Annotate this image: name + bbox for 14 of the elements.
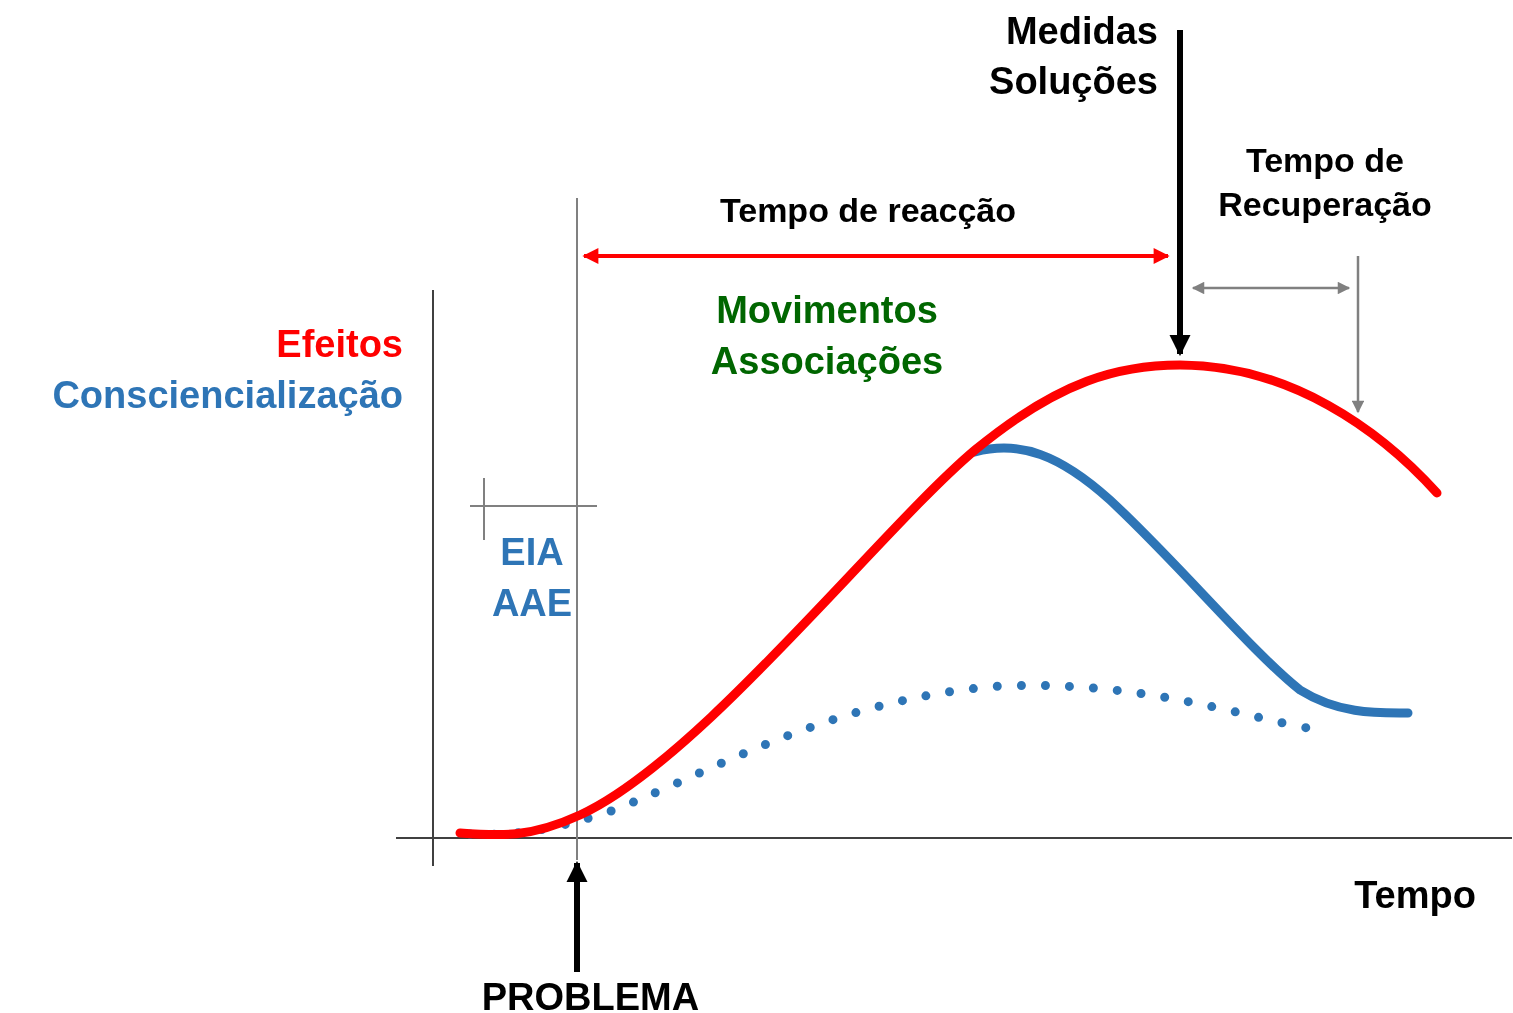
arrow xyxy=(1169,30,1191,357)
text-label: Movimentos xyxy=(716,288,938,334)
text-label: Consciencialização xyxy=(52,373,403,419)
text-label: Tempo de Recuperação xyxy=(1217,139,1433,225)
node-label: PROBLEMA xyxy=(481,975,700,1013)
text-label: AAE xyxy=(491,581,573,627)
arrow xyxy=(566,860,588,972)
text-label: Tempo de reacção xyxy=(720,189,1016,231)
text-label: Associações xyxy=(710,339,944,385)
text-label: EIA xyxy=(500,530,564,576)
node-label: Soluções xyxy=(989,59,1158,104)
node-label: Medidas xyxy=(1005,9,1158,54)
text-label: Tempo xyxy=(1354,873,1476,919)
text-label: Efeitos xyxy=(276,322,403,368)
